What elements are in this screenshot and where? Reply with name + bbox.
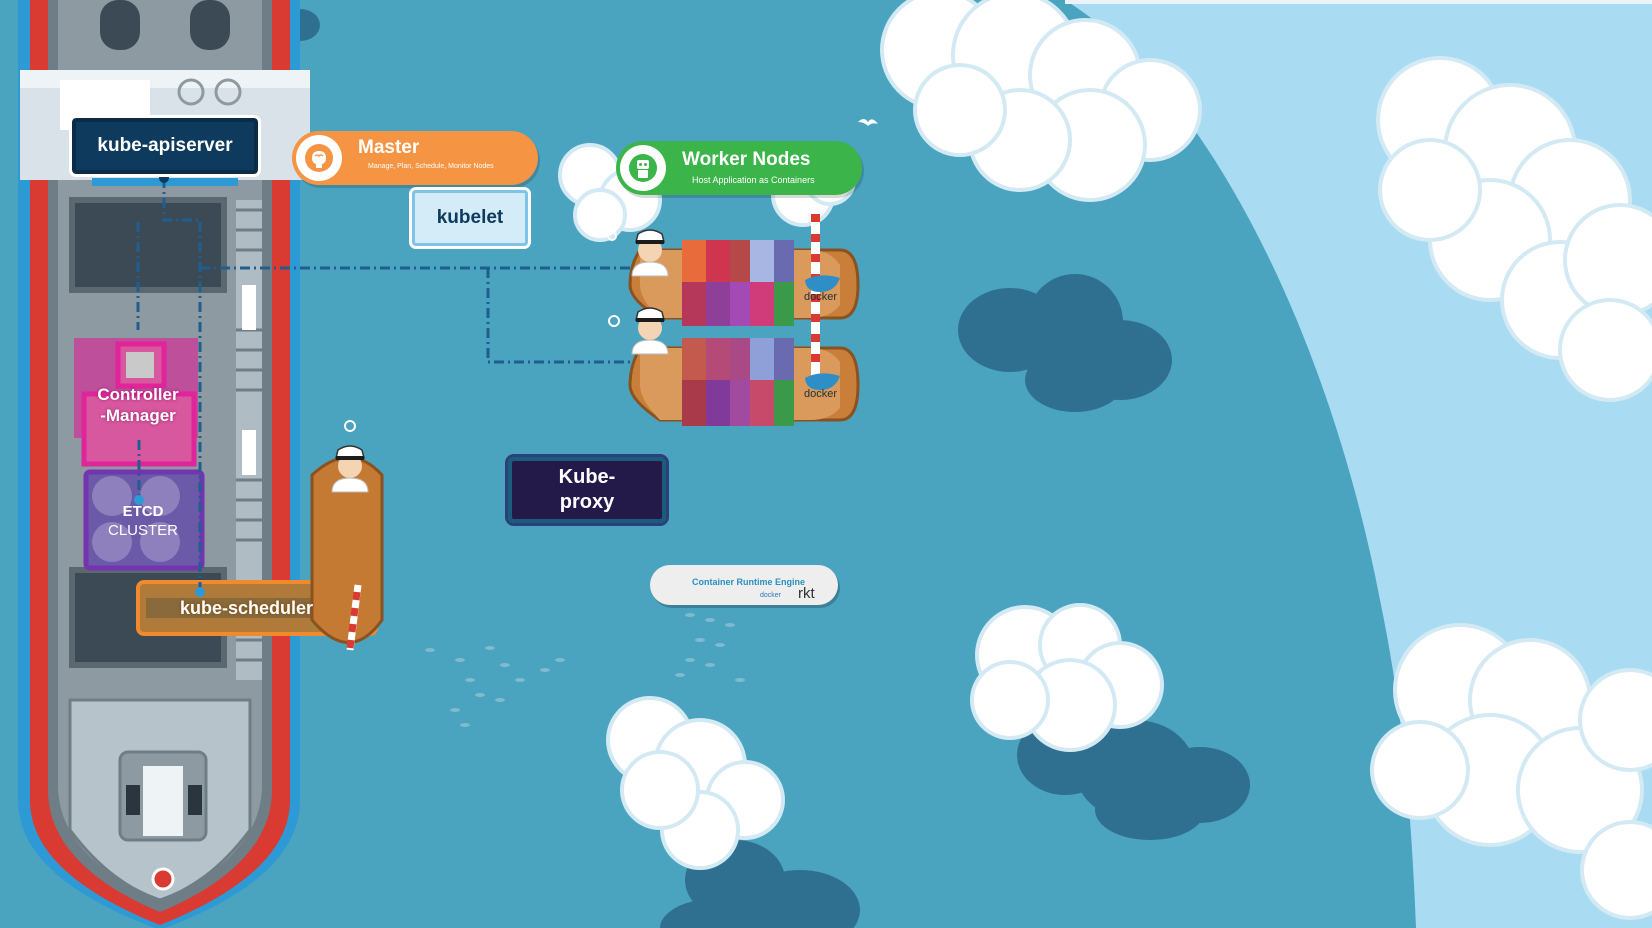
cre-title: Container Runtime Engine	[692, 577, 806, 587]
bubbles	[344, 231, 620, 432]
controller-manager-block	[74, 338, 198, 467]
controller-line2: -Manager	[100, 406, 176, 425]
worker-ship-2	[628, 338, 860, 426]
containers-2	[682, 338, 794, 426]
cloud-bottom	[606, 696, 785, 870]
kubelet-label: kubelet	[409, 187, 531, 249]
containers-1	[682, 240, 794, 326]
etcd-cluster-label: ETCD CLUSTER	[96, 502, 190, 540]
kube-proxy-line1: Kube-	[558, 466, 616, 488]
controller-manager-label: Controller -Manager	[78, 384, 198, 426]
kube-proxy-label: Kube- proxy	[505, 454, 669, 526]
scheduler-flagpole	[346, 584, 362, 651]
worker-nodes-subtitle: Host Application as Containers	[692, 175, 815, 185]
master-subtitle: Manage, Plan, Schedule, Monitor Nodes	[368, 163, 494, 170]
cloud-right-bottom	[1370, 623, 1652, 920]
connection-lines	[136, 178, 635, 592]
docker-tag-2: docker	[804, 388, 838, 400]
etcd-line1: ETCD	[122, 503, 164, 520]
clouds	[558, 0, 1652, 920]
kube-apiserver-label: kube-apiserver	[69, 115, 261, 177]
controller-line1: Controller	[97, 385, 179, 404]
top-strip	[1065, 0, 1652, 4]
worker-nodes-badge: Worker Nodes Host Application as Contain…	[616, 141, 862, 195]
cloud-shadows	[280, 9, 1250, 928]
cloud-top	[880, 0, 1202, 202]
etcd-block	[83, 469, 205, 571]
cre-docker-logo: docker	[760, 592, 782, 599]
master-title: Master	[358, 137, 420, 158]
captain-icon	[331, 229, 669, 493]
cloud-mid	[970, 603, 1164, 752]
cloud-right-top	[1376, 56, 1652, 402]
cre-rkt-logo: rkt	[798, 585, 815, 602]
master-badge: Master Manage, Plan, Schedule, Monitor N…	[292, 131, 538, 185]
docker-tag-1: docker	[804, 291, 838, 303]
worker-ship-1	[628, 240, 860, 326]
kube-scheduler-label: kube-scheduler	[180, 598, 314, 618]
fish-school	[425, 613, 745, 727]
kube-proxy-line2: proxy	[559, 491, 615, 513]
brain-icon	[296, 135, 342, 181]
docker-whale-icon	[805, 275, 840, 390]
etcd-line2: CLUSTER	[107, 522, 178, 539]
worker-nodes-title: Worker Nodes	[682, 149, 811, 170]
robot-icon	[620, 145, 666, 191]
container-runtime-engine-badge: Container Runtime Engine docker rkt	[650, 565, 838, 605]
